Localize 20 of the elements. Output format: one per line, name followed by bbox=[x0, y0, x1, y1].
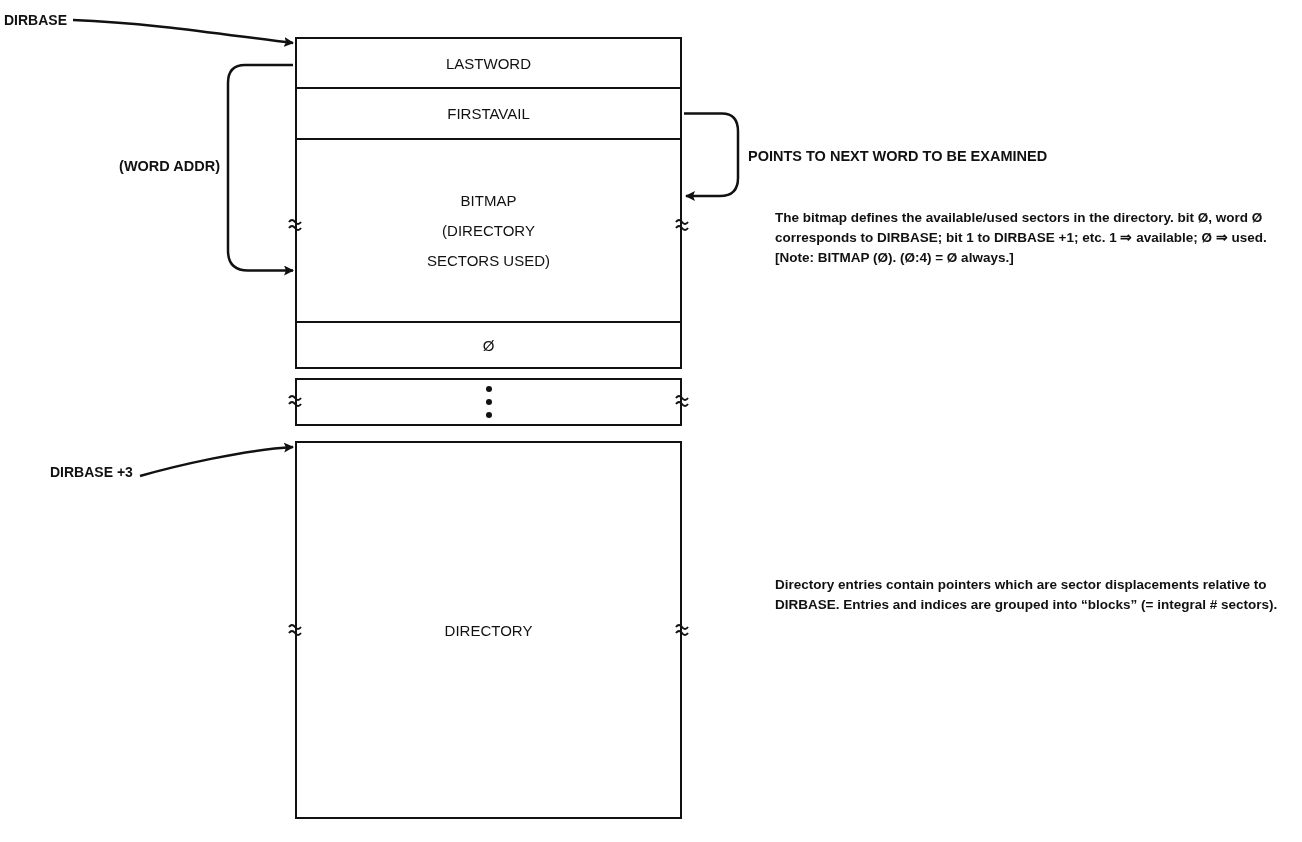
arrow bbox=[226, 63, 294, 276]
pointer-label: DIRBASE bbox=[4, 12, 67, 28]
edge-label: (WORD ADDR) bbox=[117, 157, 222, 174]
block-label: Ø bbox=[482, 336, 495, 354]
block-label: FIRSTAVAIL bbox=[447, 105, 530, 122]
memory-block bbox=[295, 441, 682, 819]
block-label: DIRECTORY bbox=[444, 621, 533, 639]
pointer-label: DIRBASE +3 bbox=[50, 464, 133, 480]
block-label: LASTWORD bbox=[446, 54, 531, 72]
arrow bbox=[684, 112, 740, 201]
memory-block bbox=[295, 87, 682, 140]
arrow bbox=[72, 18, 294, 47]
memory-block bbox=[295, 37, 682, 89]
arrow bbox=[139, 442, 294, 478]
note-text: The bitmap defines the available/used sectors in the directory. bit Ø, word Ø corresponds to DIRBASE; bit 1 to DIRBASE +1; etc. 1 ⇒ available; Ø ⇒ used. [Note: BITMAP (Ø). (Ø:4) = Ø always.] bbox=[775, 209, 1268, 267]
note-text: Directory entries contain pointers which are sector displacements relative to DIRBASE. Entries and indices are grouped into “blocks” (= integral # sectors). bbox=[775, 576, 1279, 614]
memory-block bbox=[295, 378, 682, 426]
block-label: BITMAP (DIRECTORY SECTORS USED) bbox=[425, 190, 552, 271]
memory-block bbox=[295, 138, 682, 323]
memory-block bbox=[295, 321, 682, 369]
